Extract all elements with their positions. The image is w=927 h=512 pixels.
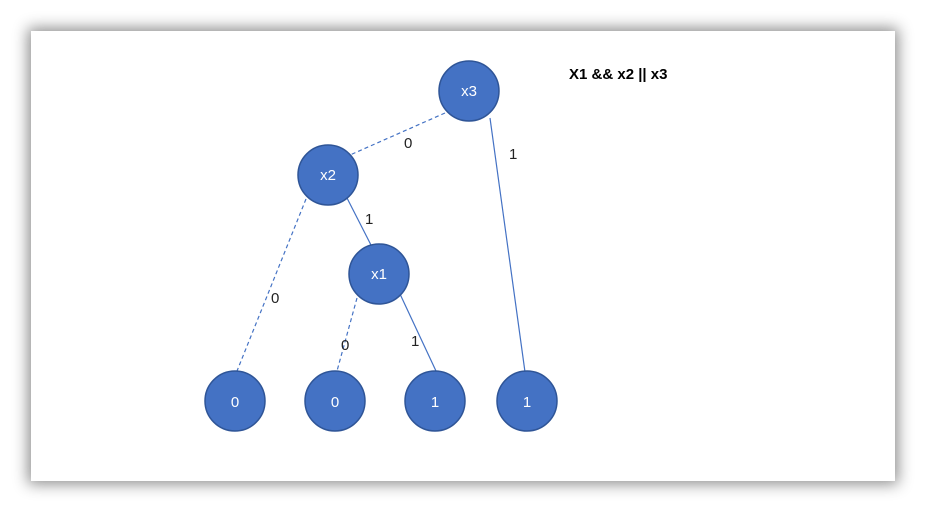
edge-label-x3-leaf4: 1 — [509, 146, 517, 163]
node-x3-label: x3 — [461, 83, 477, 100]
edge-x3-leaf4 — [489, 117, 526, 373]
leaf-node-1-label: 0 — [231, 394, 239, 411]
leaf-node-4-label: 1 — [523, 394, 531, 411]
leaf-node-1: 0 — [204, 370, 266, 432]
leaf-node-3: 1 — [404, 370, 466, 432]
leaf-node-3-label: 1 — [431, 394, 439, 411]
edge-label-x3-x2: 0 — [404, 135, 412, 152]
edge-x1-leaf3 — [399, 293, 437, 372]
node-x1-label: x1 — [371, 266, 387, 283]
node-x2: x2 — [297, 144, 359, 206]
edge-label-x1-leaf2: 0 — [341, 337, 349, 354]
edge-label-x2-x1: 1 — [365, 211, 373, 228]
formula-label: X1 && x2 || x3 — [569, 66, 667, 83]
leaf-node-2-label: 0 — [331, 394, 339, 411]
leaf-node-2: 0 — [304, 370, 366, 432]
node-x2-label: x2 — [320, 167, 336, 184]
edge-x2-leaf1 — [236, 198, 307, 372]
edge-x1-leaf2 — [336, 297, 358, 372]
edge-x2-x1 — [346, 197, 373, 248]
node-x3: x3 — [438, 60, 500, 122]
edge-label-x2-leaf1: 0 — [271, 290, 279, 307]
edge-x3-x2 — [349, 112, 446, 156]
leaf-node-4: 1 — [496, 370, 558, 432]
edge-label-x1-leaf3: 1 — [411, 333, 419, 350]
node-x1: x1 — [348, 243, 410, 305]
